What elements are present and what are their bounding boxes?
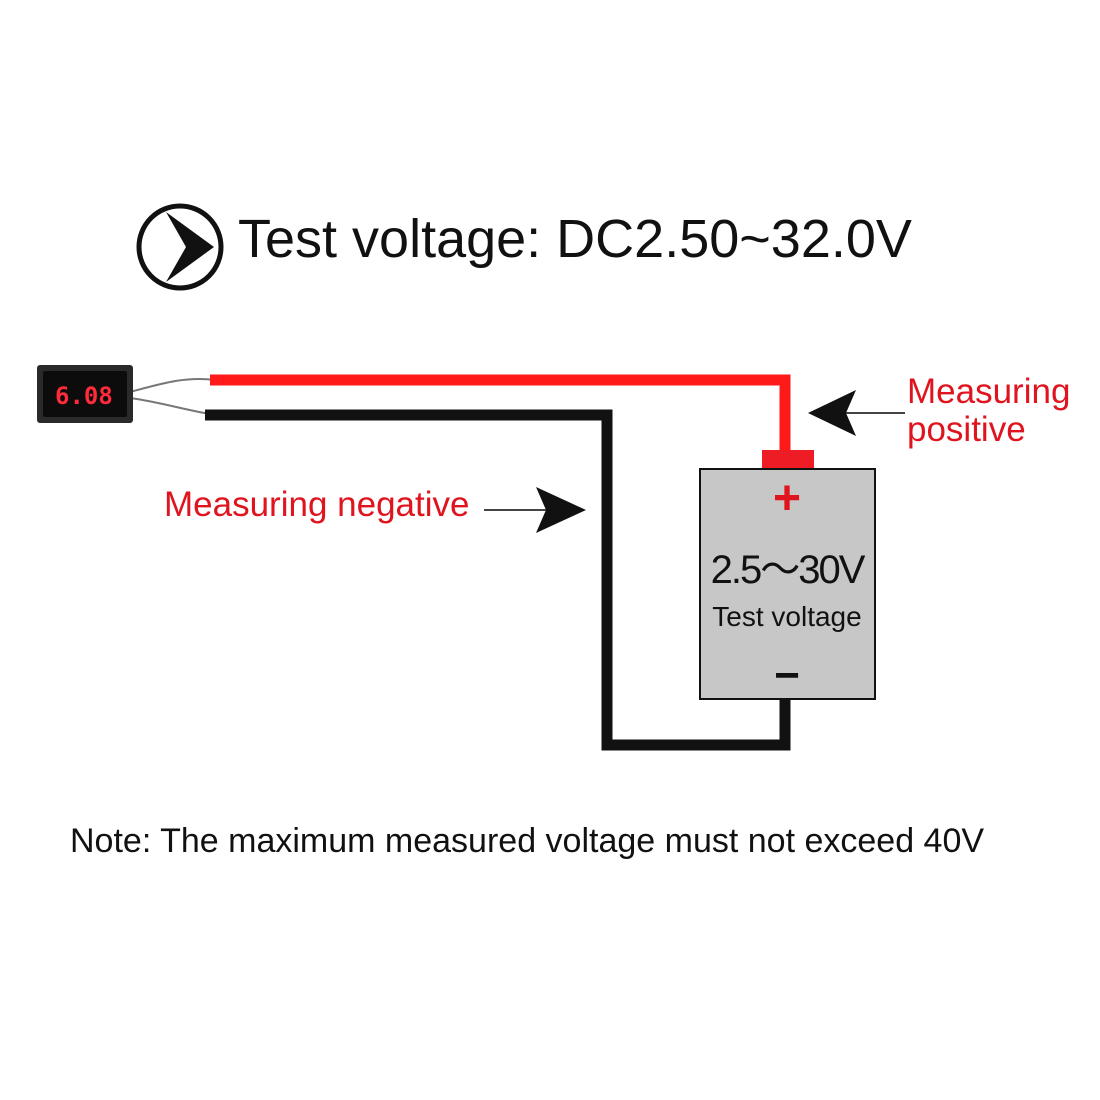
positive-label-line2: positive xyxy=(907,410,1026,449)
play-arrow-circle-icon xyxy=(136,203,224,291)
positive-label-line1: Measuring xyxy=(907,372,1070,411)
arrow-pointer-icon xyxy=(484,487,586,533)
battery-body xyxy=(699,468,876,700)
positive-wire xyxy=(210,374,791,455)
negative-label: Measuring negative xyxy=(164,485,469,524)
note-text: Note: The maximum measured voltage must … xyxy=(70,822,984,860)
arrow-pointer-icon xyxy=(808,390,905,436)
voltmeter-display: 6.08 xyxy=(37,365,133,423)
battery-positive-terminal xyxy=(762,450,814,469)
negative-wire xyxy=(205,409,791,751)
meter-lead-top xyxy=(129,377,216,393)
battery-caption: Test voltage xyxy=(712,601,861,632)
meter-lead-bottom xyxy=(129,397,211,415)
battery-range: 2.5～30V xyxy=(711,548,866,592)
display-reading: 6.08 xyxy=(55,382,113,410)
page-title: Test voltage: DC2.50~32.0V xyxy=(238,209,912,269)
battery-plus-symbol: + xyxy=(773,472,801,525)
battery-minus-symbol: − xyxy=(774,651,800,700)
